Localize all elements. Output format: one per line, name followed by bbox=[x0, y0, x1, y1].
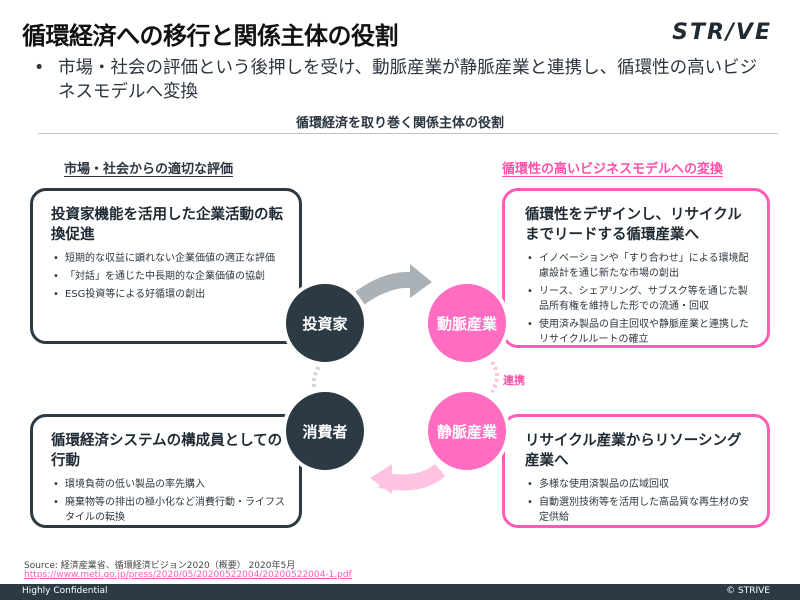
venous-box: リサイクル産業からリソーシング産業へ 多様な使用済製品の広域回収 自動選別技術等… bbox=[502, 414, 770, 528]
copyright-label: © STRIVE bbox=[726, 586, 770, 596]
list-item: 環境負荷の低い製品の率先購入 bbox=[53, 477, 285, 492]
bullet-icon: • bbox=[34, 58, 45, 78]
diagram-title: 循環経済を取り巻く関係主体の役割 bbox=[295, 116, 504, 131]
consumer-box-title: 循環経済システムの構成員としての行動 bbox=[51, 433, 283, 469]
list-item: イノベーションや「すり合わせ」による環境配慮設計を通じ新たな市場の創出 bbox=[527, 251, 753, 281]
link-left-line bbox=[311, 360, 324, 398]
arterial-circle: 動脈産業 bbox=[424, 280, 510, 366]
summary-text: 市場・社会の評価という後押しを受け、動脈産業が静脈産業と連携し、循環性の高いビジ… bbox=[58, 58, 758, 102]
source-link[interactable]: https://www.meti.go.jp/press/2020/05/202… bbox=[24, 570, 352, 580]
investor-circle: 投資家 bbox=[282, 280, 368, 366]
strive-logo: STR/VE bbox=[672, 20, 772, 45]
venous-box-title: リサイクル産業からリソーシング産業へ bbox=[525, 433, 742, 469]
list-item: ESG投資等による好循環の創出 bbox=[53, 287, 285, 302]
arrowhead-bottom bbox=[370, 464, 392, 494]
list-item: 自動選別技術等を活用した高品質な再生材の安定供給 bbox=[527, 495, 753, 525]
list-item: 多様な使用済製品の広域回収 bbox=[527, 477, 753, 492]
investor-box-title: 投資家機能を活用した企業活動の転換促進 bbox=[51, 207, 283, 243]
footer-bar: Highly Confidential © STRIVE bbox=[0, 584, 800, 600]
confidential-label: Highly Confidential bbox=[22, 586, 108, 596]
list-item: リース、シェアリング、サブスク等を通じた製品所有権を維持した形での流通・回収 bbox=[527, 284, 753, 314]
link-dotted-line bbox=[490, 360, 499, 394]
list-item: 短期的な収益に顕れない企業価値の適正な評価 bbox=[53, 251, 285, 266]
summary-bullet: • 市場・社会の評価という後押しを受け、動脈産業が静脈産業と連携し、循環性の高い… bbox=[32, 56, 772, 104]
arrow-investor-to-arterial bbox=[355, 271, 413, 305]
arrowhead-top bbox=[410, 264, 432, 298]
list-item: 使用済み製品の自主回収や静脈産業と連携したリサイクルルートの確立 bbox=[527, 317, 753, 347]
arterial-box: 循環性をデザインし、リサイクルまでリードする循環産業へ イノベーションや「すり合… bbox=[502, 188, 770, 348]
consumer-box: 循環経済システムの構成員としての行動 環境負荷の低い製品の率先購入 廃棄物等の排… bbox=[30, 414, 302, 528]
divider bbox=[38, 133, 778, 134]
list-item: 廃棄物等の排出の極小化など消費行動・ライフスタイルの転換 bbox=[53, 495, 285, 525]
left-column-heading: 市場・社会からの適切な評価 bbox=[64, 162, 234, 177]
list-item: 「対話」を通じた中長期的な企業価値の協創 bbox=[53, 269, 285, 284]
consumer-circle: 消費者 bbox=[282, 388, 368, 474]
link-label: 連携 bbox=[503, 374, 525, 387]
investor-box: 投資家機能を活用した企業活動の転換促進 短期的な収益に顕れない企業価値の適正な評… bbox=[30, 188, 302, 344]
page-title: 循環経済への移行と関係主体の役割 bbox=[22, 22, 399, 50]
source-citation: Source: 経済産業省、循環経済ビジョン2020（概要） 2020年5月 bbox=[24, 561, 296, 571]
venous-circle: 静脈産業 bbox=[424, 388, 510, 474]
arterial-box-title: 循環性をデザインし、リサイクルまでリードする循環産業へ bbox=[525, 207, 742, 243]
right-column-heading: 循環性の高いビジネスモデルへの変換 bbox=[502, 162, 724, 177]
